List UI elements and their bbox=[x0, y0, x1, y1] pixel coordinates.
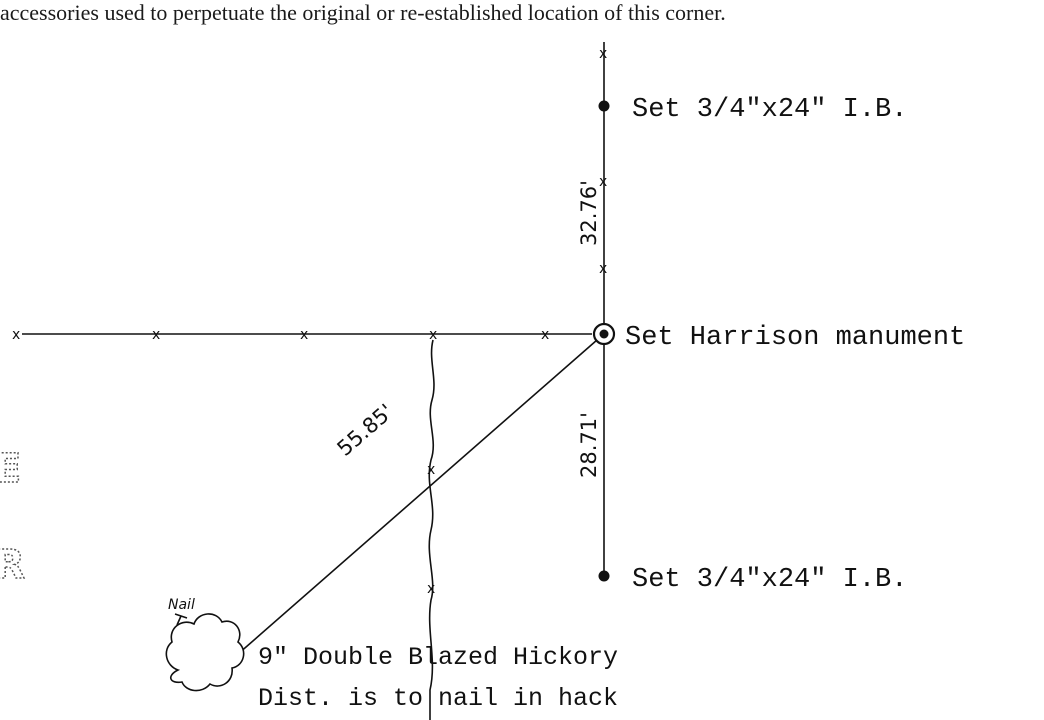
fence-x-marker: x bbox=[541, 327, 549, 343]
witness-tree-distance-note: Dist. is to nail in hack bbox=[258, 684, 618, 713]
witness-tree-icon bbox=[165, 613, 245, 692]
north-pin-label: Set 3/4"x24" I.B. bbox=[632, 95, 907, 125]
nail-head bbox=[174, 613, 188, 619]
monument-center-dot bbox=[599, 329, 609, 339]
header-text: accessories used to perpetuate the origi… bbox=[0, 0, 726, 25]
margin-stamp-top: E bbox=[0, 446, 21, 492]
fence-x-marker: x bbox=[599, 174, 607, 190]
fence-x-marker: x bbox=[300, 327, 308, 343]
fence-x-marker: x bbox=[152, 327, 160, 343]
nail-label: Nail bbox=[168, 597, 195, 613]
witness-tie-line bbox=[237, 339, 598, 655]
creek-line bbox=[428, 339, 435, 720]
monument-label: Set Harrison manument bbox=[625, 323, 965, 353]
witness-distance-label: 55.85' bbox=[333, 399, 398, 460]
witness-tree-description: 9" Double Blazed Hickory bbox=[258, 643, 618, 672]
fence-x-marker: x bbox=[599, 46, 607, 62]
north-distance-label: 32.76' bbox=[577, 180, 601, 246]
fence-x-marker: x bbox=[429, 327, 437, 343]
south-iron-pin-icon bbox=[598, 570, 610, 582]
north-iron-pin-icon bbox=[598, 100, 610, 112]
south-distance-label: 28.71' bbox=[577, 412, 601, 478]
nail-icon bbox=[176, 615, 182, 626]
fence-x-marker: x bbox=[427, 581, 435, 597]
fence-x-marker: x bbox=[12, 327, 20, 343]
south-pin-label: Set 3/4"x24" I.B. bbox=[632, 565, 907, 595]
fence-x-marker: x bbox=[599, 261, 607, 277]
margin-stamp-bottom: R bbox=[0, 542, 25, 588]
fence-x-marker: x bbox=[427, 462, 435, 478]
